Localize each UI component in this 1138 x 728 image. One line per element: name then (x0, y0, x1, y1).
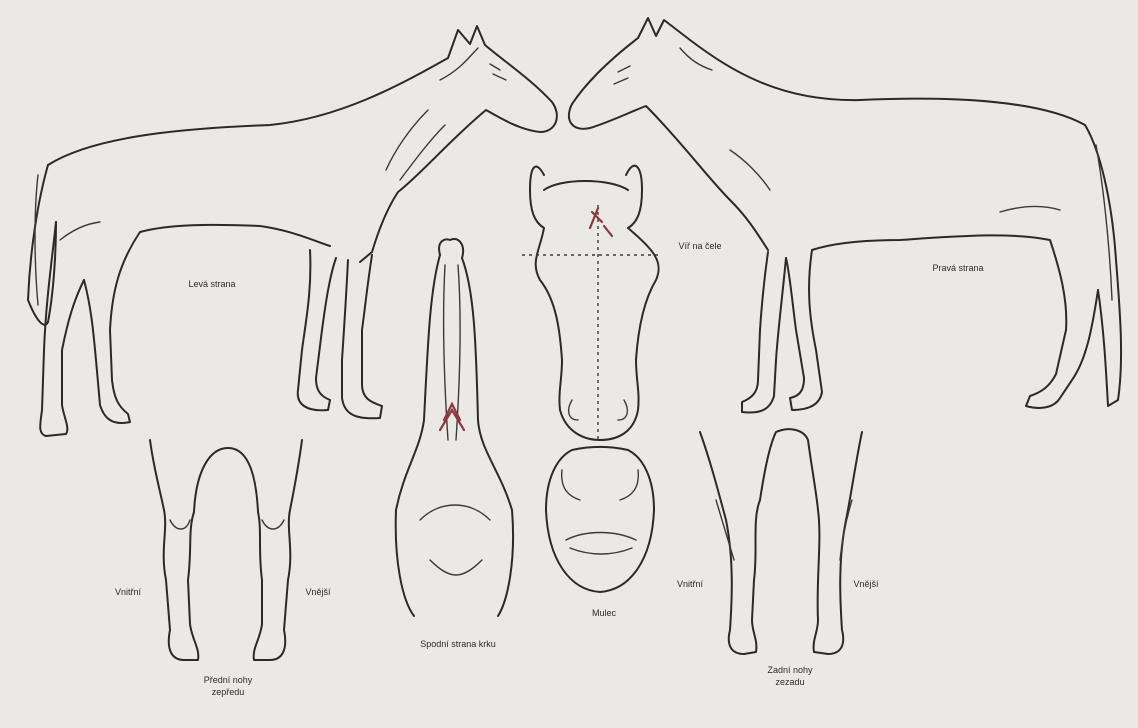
right-horse-side-view (569, 18, 1121, 412)
neck-underside-label: Spodní strana krku (418, 638, 498, 650)
neck-underside-view (396, 239, 513, 616)
front-legs-view (150, 440, 302, 660)
front-legs-inner-label: Vnitřní (115, 586, 141, 598)
muzzle-label: Mulec (592, 607, 616, 619)
hind-legs-outer-label: Vnější (853, 578, 878, 590)
left-side-label: Levá strana (188, 278, 235, 290)
front-legs-outer-label: Vnější (305, 586, 330, 598)
right-side-label: Pravá strana (932, 262, 983, 274)
hind-legs-view-label: Zadní nohy zezadu (755, 664, 825, 688)
front-legs-view-label: Přední nohy zepředu (193, 674, 263, 698)
muzzle-view (546, 447, 654, 592)
hind-legs-view (700, 429, 862, 654)
forehead-whorl-label: Víř na čele (670, 240, 730, 252)
hind-legs-inner-label: Vnitřní (677, 578, 703, 590)
head-front-view (522, 166, 662, 440)
